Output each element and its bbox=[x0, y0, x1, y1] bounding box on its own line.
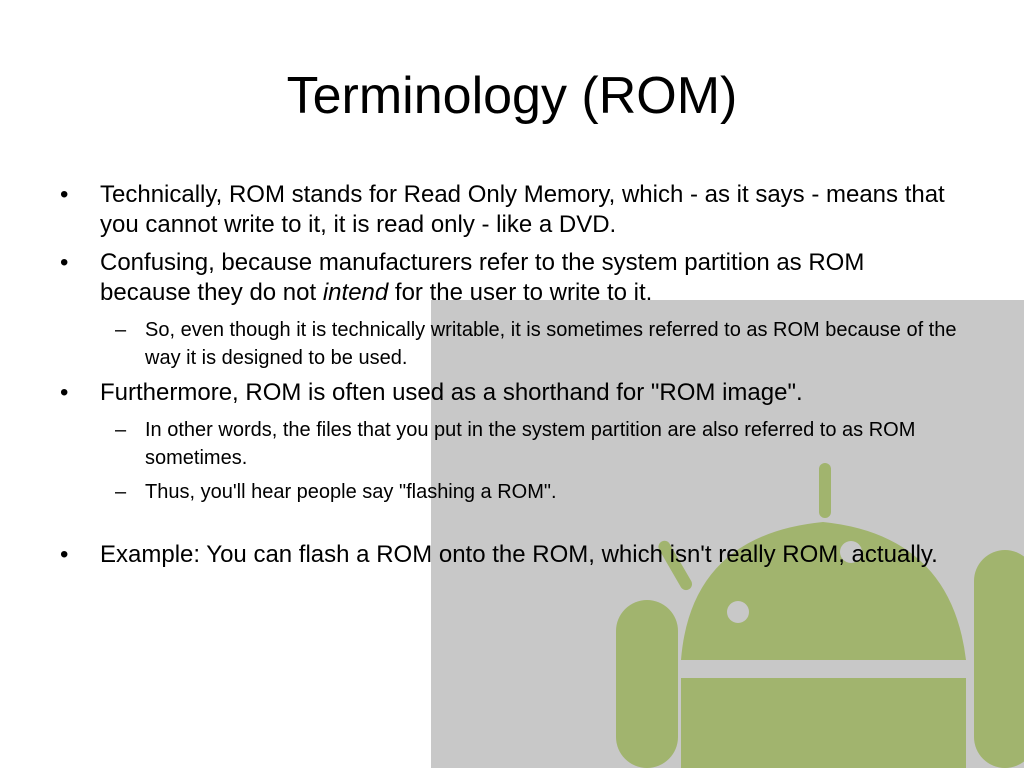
sub-bullet-2-1: – So, even though it is technically writ… bbox=[60, 316, 960, 372]
bullet-text-part: for the user to write to it. bbox=[388, 279, 653, 306]
bullet-4: • Example: You can flash a ROM onto the … bbox=[60, 540, 960, 570]
bullet-marker: • bbox=[60, 249, 69, 276]
slide-content: • Technically, ROM stands for Read Only … bbox=[60, 180, 960, 578]
spacer bbox=[60, 512, 960, 540]
bullet-text: Confusing, because manufacturers refer t… bbox=[100, 249, 864, 306]
android-logo-icon bbox=[616, 463, 1024, 768]
bullet-text: Example: You can flash a ROM onto the RO… bbox=[100, 541, 938, 568]
bullet-marker: • bbox=[60, 379, 69, 406]
sub-bullet-3-1: – In other words, the files that you put… bbox=[60, 416, 960, 472]
sub-bullet-marker: – bbox=[115, 419, 127, 441]
bullet-marker: • bbox=[60, 181, 69, 208]
bullet-2: • Confusing, because manufacturers refer… bbox=[60, 248, 960, 308]
sub-bullet-text: In other words, the files that you put i… bbox=[145, 419, 916, 469]
bullet-text: Technically, ROM stands for Read Only Me… bbox=[100, 181, 945, 238]
slide-title: Terminology (ROM) bbox=[286, 67, 738, 125]
sub-bullet-3-2: – Thus, you'll hear people say "flashing… bbox=[60, 478, 960, 506]
sub-bullet-text: So, even though it is technically writab… bbox=[145, 319, 957, 369]
bullet-1: • Technically, ROM stands for Read Only … bbox=[60, 180, 960, 240]
bullet-3: • Furthermore, ROM is often used as a sh… bbox=[60, 378, 960, 408]
sub-bullet-text: Thus, you'll hear people say "flashing a… bbox=[145, 481, 557, 503]
bullet-text-part: Confusing, because manufacturers refer t… bbox=[100, 249, 865, 306]
sub-bullet-marker: – bbox=[115, 319, 127, 341]
emphasis-text: intend bbox=[322, 279, 389, 306]
sub-bullet-marker: – bbox=[115, 481, 127, 503]
bullet-text: Furthermore, ROM is often used as a shor… bbox=[100, 379, 803, 406]
bullet-marker: • bbox=[60, 541, 69, 568]
